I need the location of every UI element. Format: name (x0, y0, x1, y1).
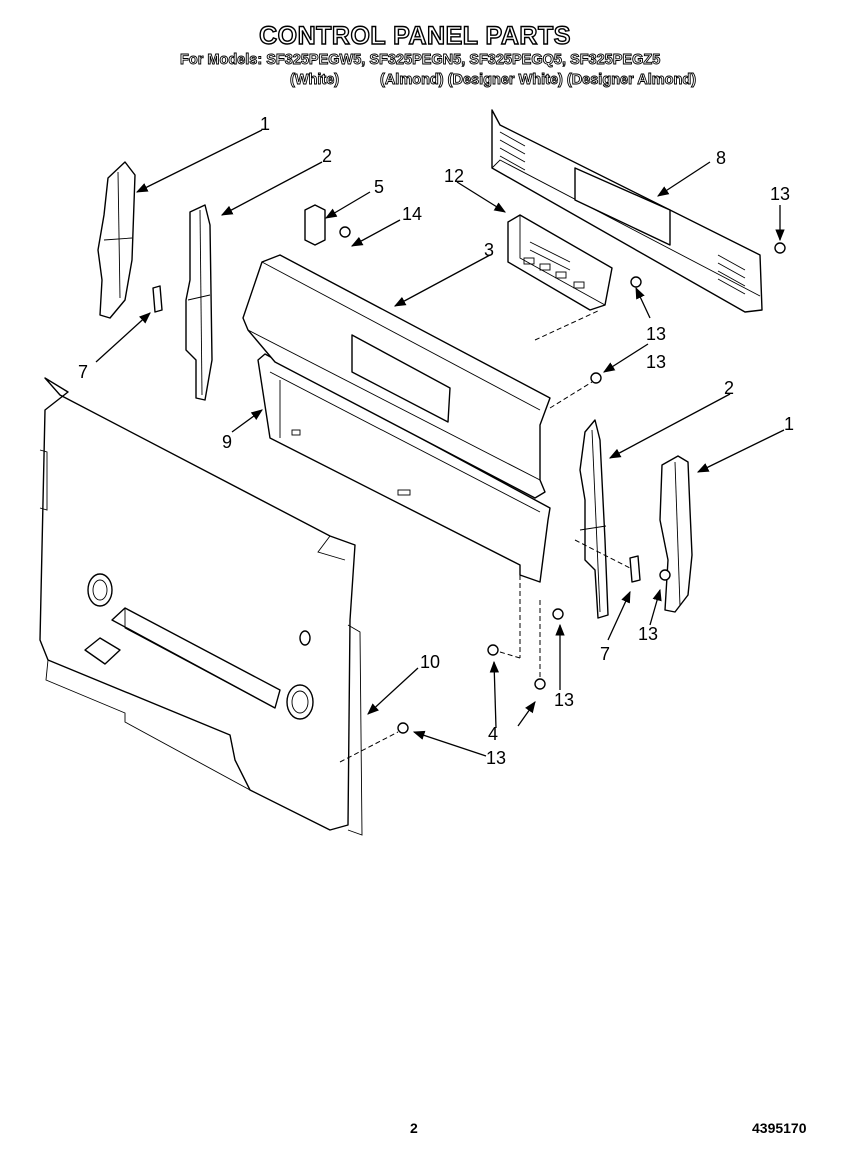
callout-13-right-cap: 13 (638, 624, 658, 644)
callout-12: 12 (444, 166, 464, 186)
callout-13-clock: 13 (646, 324, 666, 344)
callout-2-left: 2 (322, 146, 332, 166)
callout-13-bottom: 13 (486, 748, 506, 768)
clock-module (507, 214, 613, 311)
control-panel (242, 254, 551, 499)
page-number: 2 (410, 1120, 418, 1136)
switch-part (304, 204, 326, 246)
right-end-cap (659, 455, 693, 613)
clip-left-part (152, 285, 163, 313)
page-title: CONTROL PANEL PARTS (258, 21, 571, 50)
callout-labels: 1 2 3 4 5 7 8 9 10 12 13 13 13 14 2 1 13… (78, 114, 794, 768)
callout-10: 10 (420, 652, 440, 672)
document-number: 4395170 (752, 1120, 807, 1136)
callout-13-lower-mid: 13 (554, 690, 574, 710)
models-line: For Models: SF325PEGW5, SF325PEGN5, SF32… (180, 52, 661, 69)
color-variants-other: (Almond) (Designer White) (Designer Almo… (380, 72, 697, 89)
callout-5: 5 (374, 177, 384, 197)
screws (339, 226, 786, 734)
callout-9: 9 (222, 432, 232, 452)
callout-1-right: 1 (784, 414, 794, 434)
color-variant-white: (White) (290, 72, 340, 89)
left-end-cap (97, 161, 136, 319)
callout-4: 4 (488, 724, 498, 744)
clip-right-part (629, 555, 641, 583)
callout-3: 3 (484, 240, 494, 260)
callout-13-mid: 13 (646, 352, 666, 372)
leader-lines (95, 129, 785, 763)
callout-2-right: 2 (724, 378, 734, 398)
callout-1-left: 1 (260, 114, 270, 134)
callout-8: 8 (716, 148, 726, 168)
callout-7-right: 7 (600, 644, 610, 664)
backguard-panel (39, 377, 363, 836)
callout-14: 14 (402, 204, 422, 224)
left-bracket (185, 204, 213, 401)
callout-13-top-right: 13 (770, 184, 790, 204)
right-bracket (579, 419, 609, 619)
callout-7-left: 7 (78, 362, 88, 382)
rear-panel (491, 109, 763, 313)
